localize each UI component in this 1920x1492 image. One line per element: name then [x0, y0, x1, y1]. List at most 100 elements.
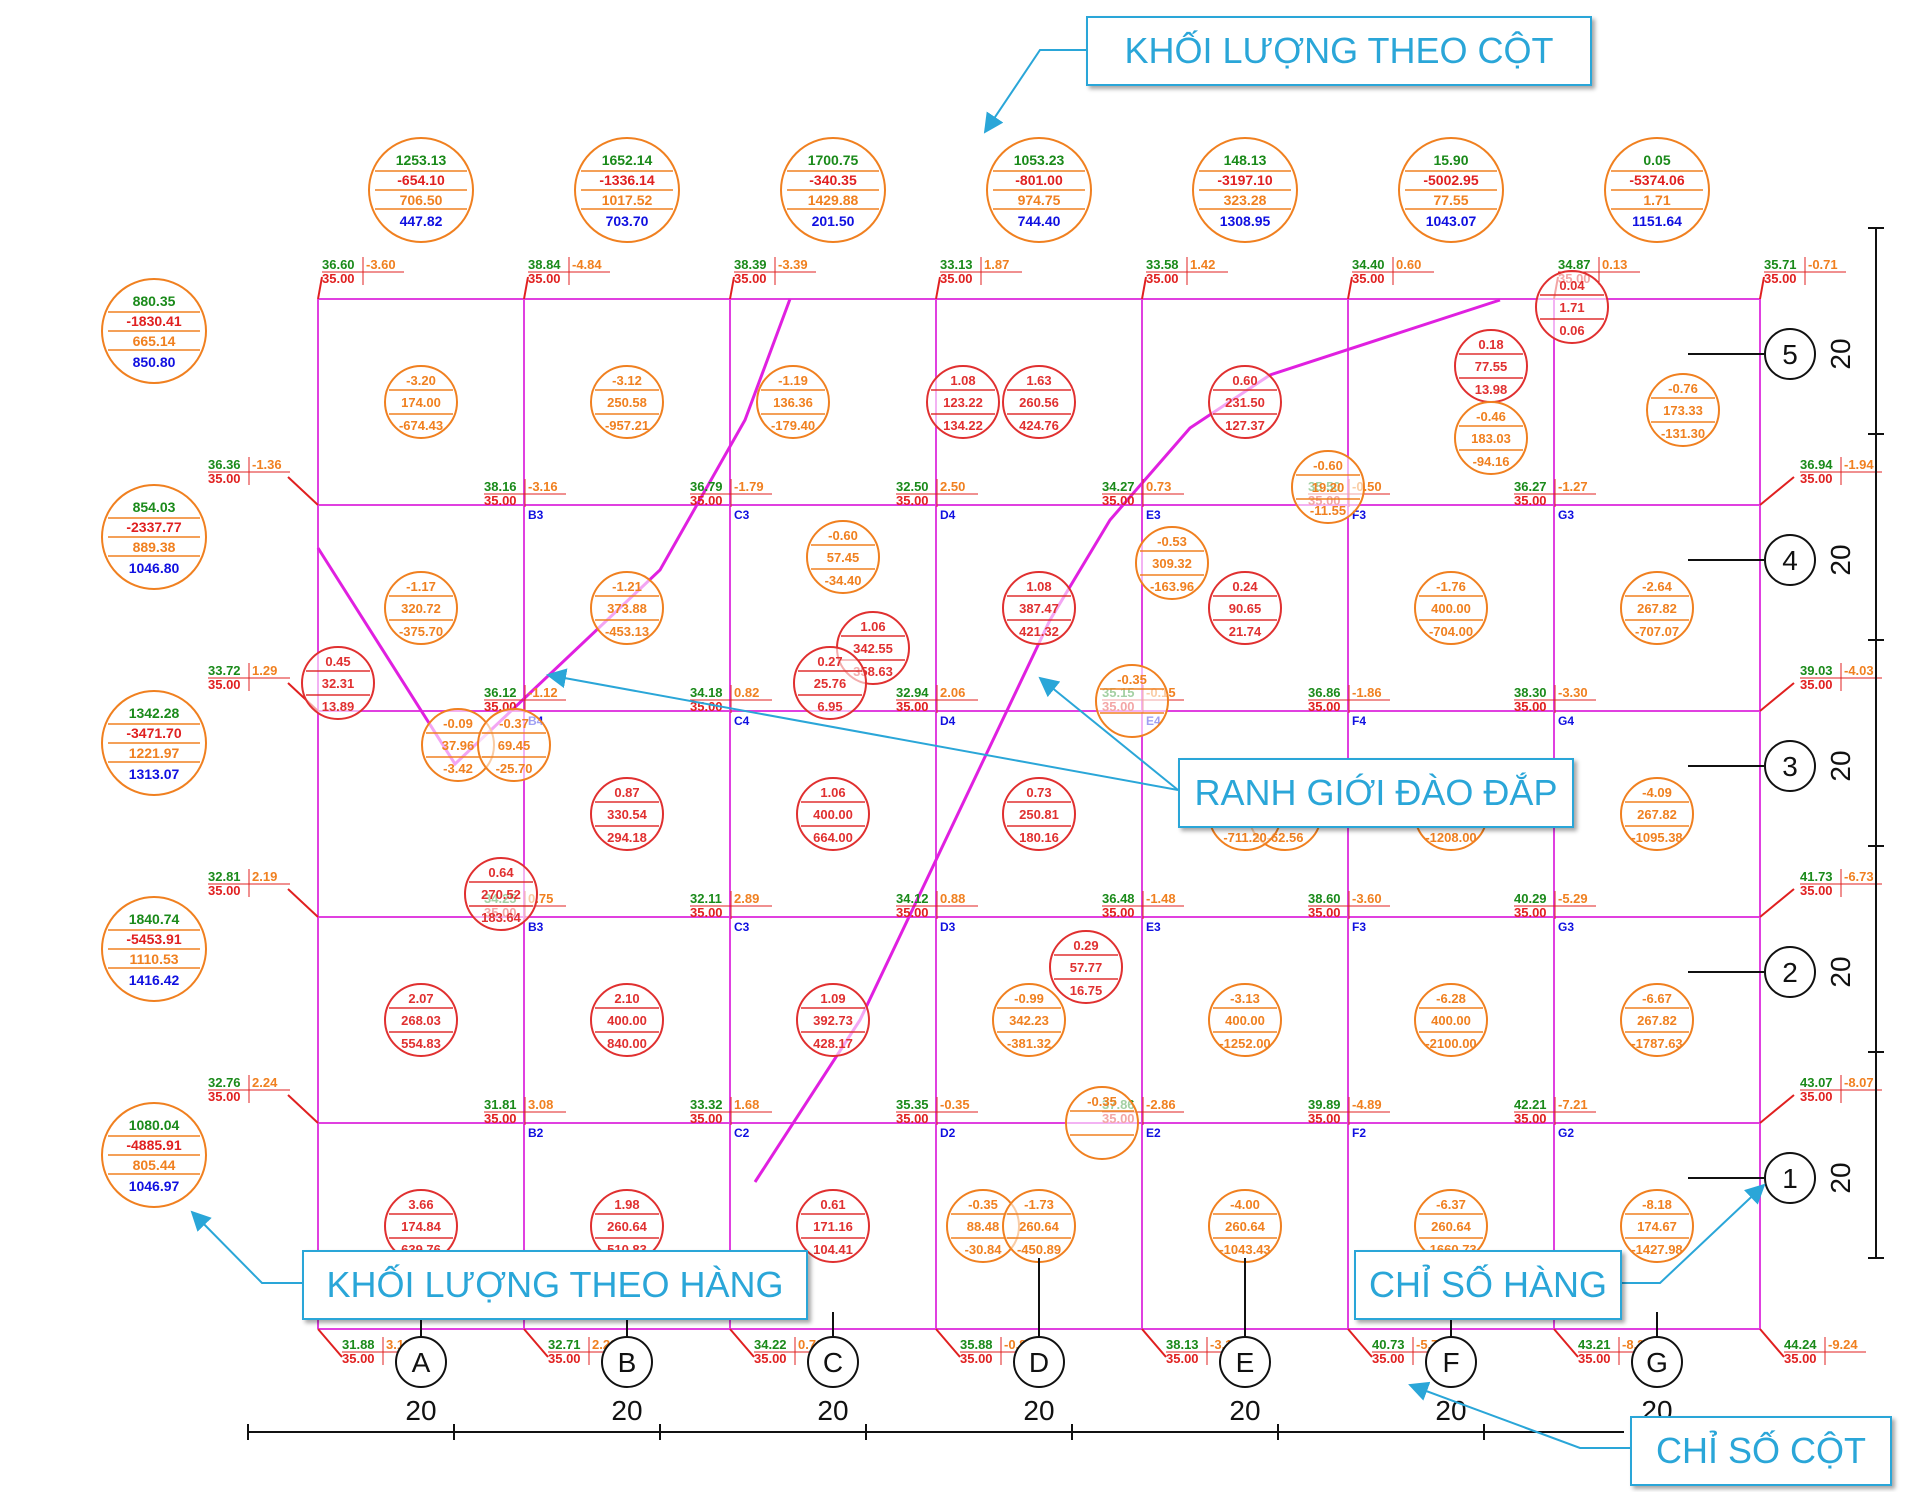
column-spacing-label: 20	[1023, 1395, 1054, 1426]
column-volumes-layer: 1253.13-654.10706.50447.821652.14-1336.1…	[368, 137, 1710, 243]
elevation-difference: -0.71	[1808, 257, 1838, 272]
elevation-difference: 2.06	[940, 685, 965, 700]
cell-height-value: -0.99	[1014, 991, 1044, 1006]
cell-height-value: -2.64	[1642, 579, 1672, 594]
cell-area-value: 330.54	[607, 807, 648, 822]
total-fill: 1652.14	[602, 152, 653, 168]
cut-fill-boundary-east	[753, 298, 1501, 1183]
cell-volume-value: 554.83	[401, 1036, 441, 1051]
cell-volume-value: -1252.00	[1219, 1036, 1270, 1051]
elevation-difference: -3.60	[366, 257, 396, 272]
cut-volume: 1416.42	[129, 972, 180, 988]
fill-volume: 1429.88	[808, 192, 859, 208]
cell-height-value: 1.09	[820, 991, 845, 1006]
design-elevation: 35.00	[1514, 493, 1547, 508]
cut-volume: 850.80	[133, 354, 176, 370]
row-spacing-label: 20	[1825, 338, 1856, 369]
cell-volume-value: -94.16	[1473, 454, 1510, 469]
leader-column-index	[1408, 1381, 1630, 1449]
node-elevation-label: 36.27 -1.27 35.00	[1514, 479, 1596, 508]
elevation-difference: 0.88	[940, 891, 965, 906]
natural-elevation: 34.12	[896, 891, 929, 906]
node-leader	[1759, 276, 1765, 300]
circle-outline	[1535, 270, 1609, 344]
cell-area-value: 174.67	[1637, 1219, 1677, 1234]
elevation-difference: 0.82	[734, 685, 759, 700]
elevation-difference: -0.35	[940, 1097, 970, 1112]
cell-area-value: 260.64	[1225, 1219, 1266, 1234]
node-id-tag: C3	[734, 920, 750, 934]
design-elevation: 35.00	[548, 1351, 581, 1366]
circle-outline	[1620, 1189, 1694, 1263]
circle-outline	[1135, 526, 1209, 600]
elevation-difference: -1.86	[1352, 685, 1382, 700]
cell-height-value: 0.29	[1073, 938, 1098, 953]
cell-height-value: -3.20	[406, 373, 436, 388]
node-leader	[1759, 1094, 1795, 1124]
design-elevation: 35.00	[690, 1111, 723, 1126]
circle-outline	[756, 365, 830, 439]
cell-height-value: -1.17	[406, 579, 436, 594]
natural-elevation: 39.89	[1308, 1097, 1341, 1112]
circle-outline	[1646, 373, 1720, 447]
natural-elevation: 32.81	[208, 869, 241, 884]
cut-volume: 1151.64	[1632, 213, 1682, 229]
design-elevation: 35.00	[208, 677, 241, 692]
cell-volume-value: 21.74	[1229, 624, 1262, 639]
elevation-difference: -4.03	[1844, 663, 1874, 678]
natural-elevation: 33.13	[940, 257, 973, 272]
circle-outline	[1620, 983, 1694, 1057]
elevation-difference: -1.27	[1558, 479, 1588, 494]
row-index-circle	[1764, 946, 1816, 998]
elevation-difference: 0.73	[1146, 479, 1171, 494]
row-index-circle	[1764, 1152, 1816, 1204]
cell-area-value: 88.48	[967, 1219, 1000, 1234]
natural-elevation: 36.36	[208, 457, 241, 472]
elevation-difference: 2.89	[734, 891, 759, 906]
cut-volume: 1043.07	[1426, 213, 1477, 229]
node-id-tag: E2	[1146, 1126, 1161, 1140]
design-elevation: 35.00	[208, 471, 241, 486]
cell-volume-value: 134.22	[943, 418, 983, 433]
total-cut: -5374.06	[1629, 172, 1684, 188]
node-leader	[523, 1328, 549, 1358]
elevation-difference: -1.94	[1844, 457, 1874, 472]
elevation-difference: 1.29	[252, 663, 277, 678]
cut-volume: 447.82	[400, 213, 443, 229]
cell-height-value: -0.35	[968, 1197, 998, 1212]
cell-volume-value: 16.75	[1070, 983, 1103, 998]
node-leader	[729, 1328, 755, 1358]
design-elevation: 35.00	[1308, 905, 1341, 920]
elevation-difference: 1.87	[984, 257, 1009, 272]
node-id-tag: F4	[1352, 714, 1366, 728]
cell-height-value: -0.60	[1313, 458, 1343, 473]
cut-volume-circle: -0.35	[1095, 664, 1169, 738]
natural-elevation: 44.24	[1784, 1337, 1817, 1352]
design-elevation: 35.00	[1784, 1351, 1817, 1366]
cell-height-value: -0.53	[1157, 534, 1187, 549]
node-leader	[1141, 276, 1147, 300]
cell-height-value: -1.73	[1024, 1197, 1054, 1212]
natural-elevation: 36.27	[1514, 479, 1547, 494]
elevation-difference: -3.16	[528, 479, 558, 494]
row-index-circle	[1764, 534, 1816, 586]
cell-area-value: 400.00	[813, 807, 853, 822]
cell-height-value: -0.60	[828, 528, 858, 543]
